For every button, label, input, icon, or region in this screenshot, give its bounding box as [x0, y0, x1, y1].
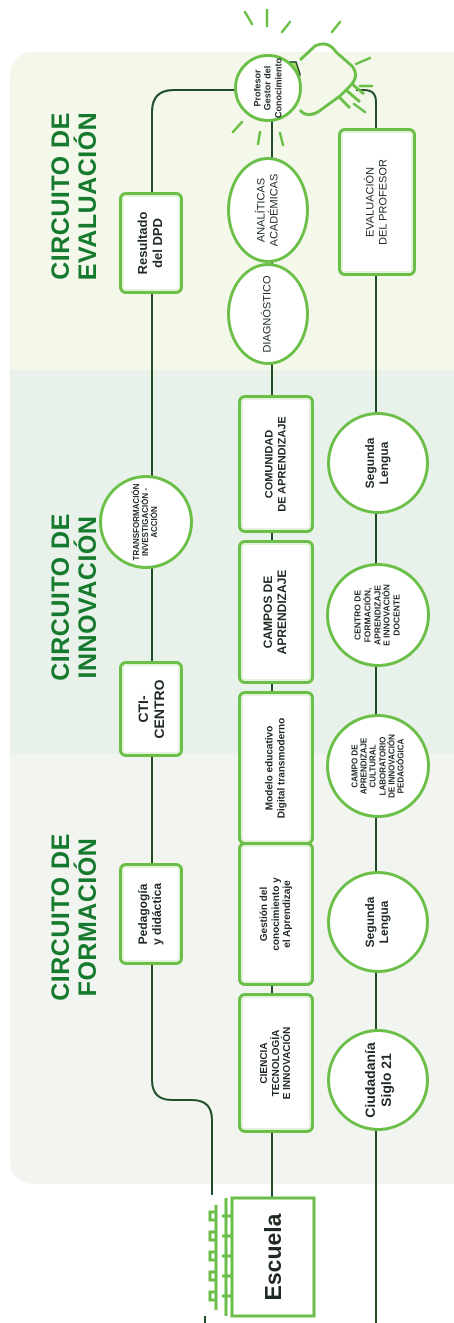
ciudadania-label: Ciudadanía Siglo 21 [361, 1042, 394, 1118]
school-label: Escuela [259, 1213, 286, 1301]
segunda-lengua-label-2: Segunda Lengua [363, 896, 391, 948]
diagnostico-circle: DIAGNÓSTICO [227, 263, 309, 365]
professor-node: Profesor Gestor del Conocimiento [234, 54, 302, 122]
analiticas-label: ANALÍTICAS ACADÉMICAS [255, 173, 280, 247]
campo-aprendizaje-circle: CAMPO DE APRENDIZAJE CULTURAL LABORATORI… [326, 714, 430, 818]
centro-formacion-circle: CENTRO DE FORMACIÓN, APRENDIZAJE E INNOV… [326, 563, 430, 667]
ciudadania-circle: Ciudadanía Siglo 21 [327, 1029, 429, 1131]
modelo-box: Modelo educativo Digital transmoderno [238, 691, 314, 845]
segunda-lengua-circle-1: Segunda Lengua [327, 412, 429, 514]
segunda-lengua-circle-2: Segunda Lengua [327, 871, 429, 973]
pedagogia-box: Pedagogía y didáctica [119, 863, 183, 965]
cti-centro-box: CTI- CENTRO [119, 661, 183, 757]
light-rays [231, 8, 374, 147]
resultado-dpd-box: Resultado del DPD [119, 192, 183, 294]
resultado-dpd-label: Resultado del DPD [135, 211, 165, 275]
diagnostico-label: DIAGNÓSTICO [261, 275, 274, 353]
transformacion-circle: TRANSFORMACIÓN INVESTIGACIÓN - ACCIÓN [99, 475, 193, 569]
comunidad-box: COMUNIDAD DE APRENDIZAJE [238, 395, 314, 533]
analiticas-circle: ANALÍTICAS ACADÉMICAS [227, 157, 309, 263]
pedagogia-label: Pedagogía y didáctica [136, 882, 164, 946]
campos-box: CAMPOS DE APRENDIZAJE [238, 540, 314, 684]
ciencia-box: CIENCIA TECNOLOGÍA E INNOVACIÓN [238, 993, 314, 1133]
modelo-label: Modelo educativo Digital transmoderno [264, 717, 288, 819]
professor-label: Profesor Gestor del Conocimiento [252, 58, 284, 118]
bottom-line [356, 89, 377, 1323]
evaluacion-profesor-label: EVALUACIÓN DEL PROFESOR [364, 159, 389, 245]
gestion-label: Gestión del conocimiento y el Aprendizaj… [258, 877, 293, 951]
top-line [151, 89, 248, 1195]
ciencia-label: CIENCIA TECNOLOGÍA E INNOVACIÓN [258, 1026, 293, 1100]
school-building-icon [208, 1196, 316, 1318]
evaluation-circuit-heading: CIRCUITO DE EVALUACIÓN [47, 111, 102, 281]
campo-aprendizaje-label: CAMPO DE APRENDIZAJE CULTURAL LABORATORI… [350, 734, 406, 798]
lightbulb-icon [298, 42, 365, 117]
transformacion-label: TRANSFORMACIÓN INVESTIGACIÓN - ACCIÓN [132, 483, 160, 561]
school-node: Escuela [232, 1198, 314, 1316]
centro-formacion-label: CENTRO DE FORMACIÓN, APRENDIZAJE E INNOV… [352, 584, 402, 646]
innovation-circuit-heading: CIRCUITO DE INNOVACIÓN [47, 513, 102, 681]
gestion-box: Gestión del conocimiento y el Aprendizaj… [238, 842, 314, 986]
campos-label: CAMPOS DE APRENDIZAJE [261, 569, 289, 655]
cti-centro-label: CTI- CENTRO [134, 679, 167, 739]
comunidad-label: COMUNIDAD DE APRENDIZAJE [263, 416, 288, 512]
evaluacion-profesor-box: EVALUACIÓN DEL PROFESOR [338, 128, 416, 276]
formation-circuit-heading: CIRCUITO DE FORMACIÓN [47, 833, 102, 1001]
segunda-lengua-label-1: Segunda Lengua [363, 437, 391, 489]
